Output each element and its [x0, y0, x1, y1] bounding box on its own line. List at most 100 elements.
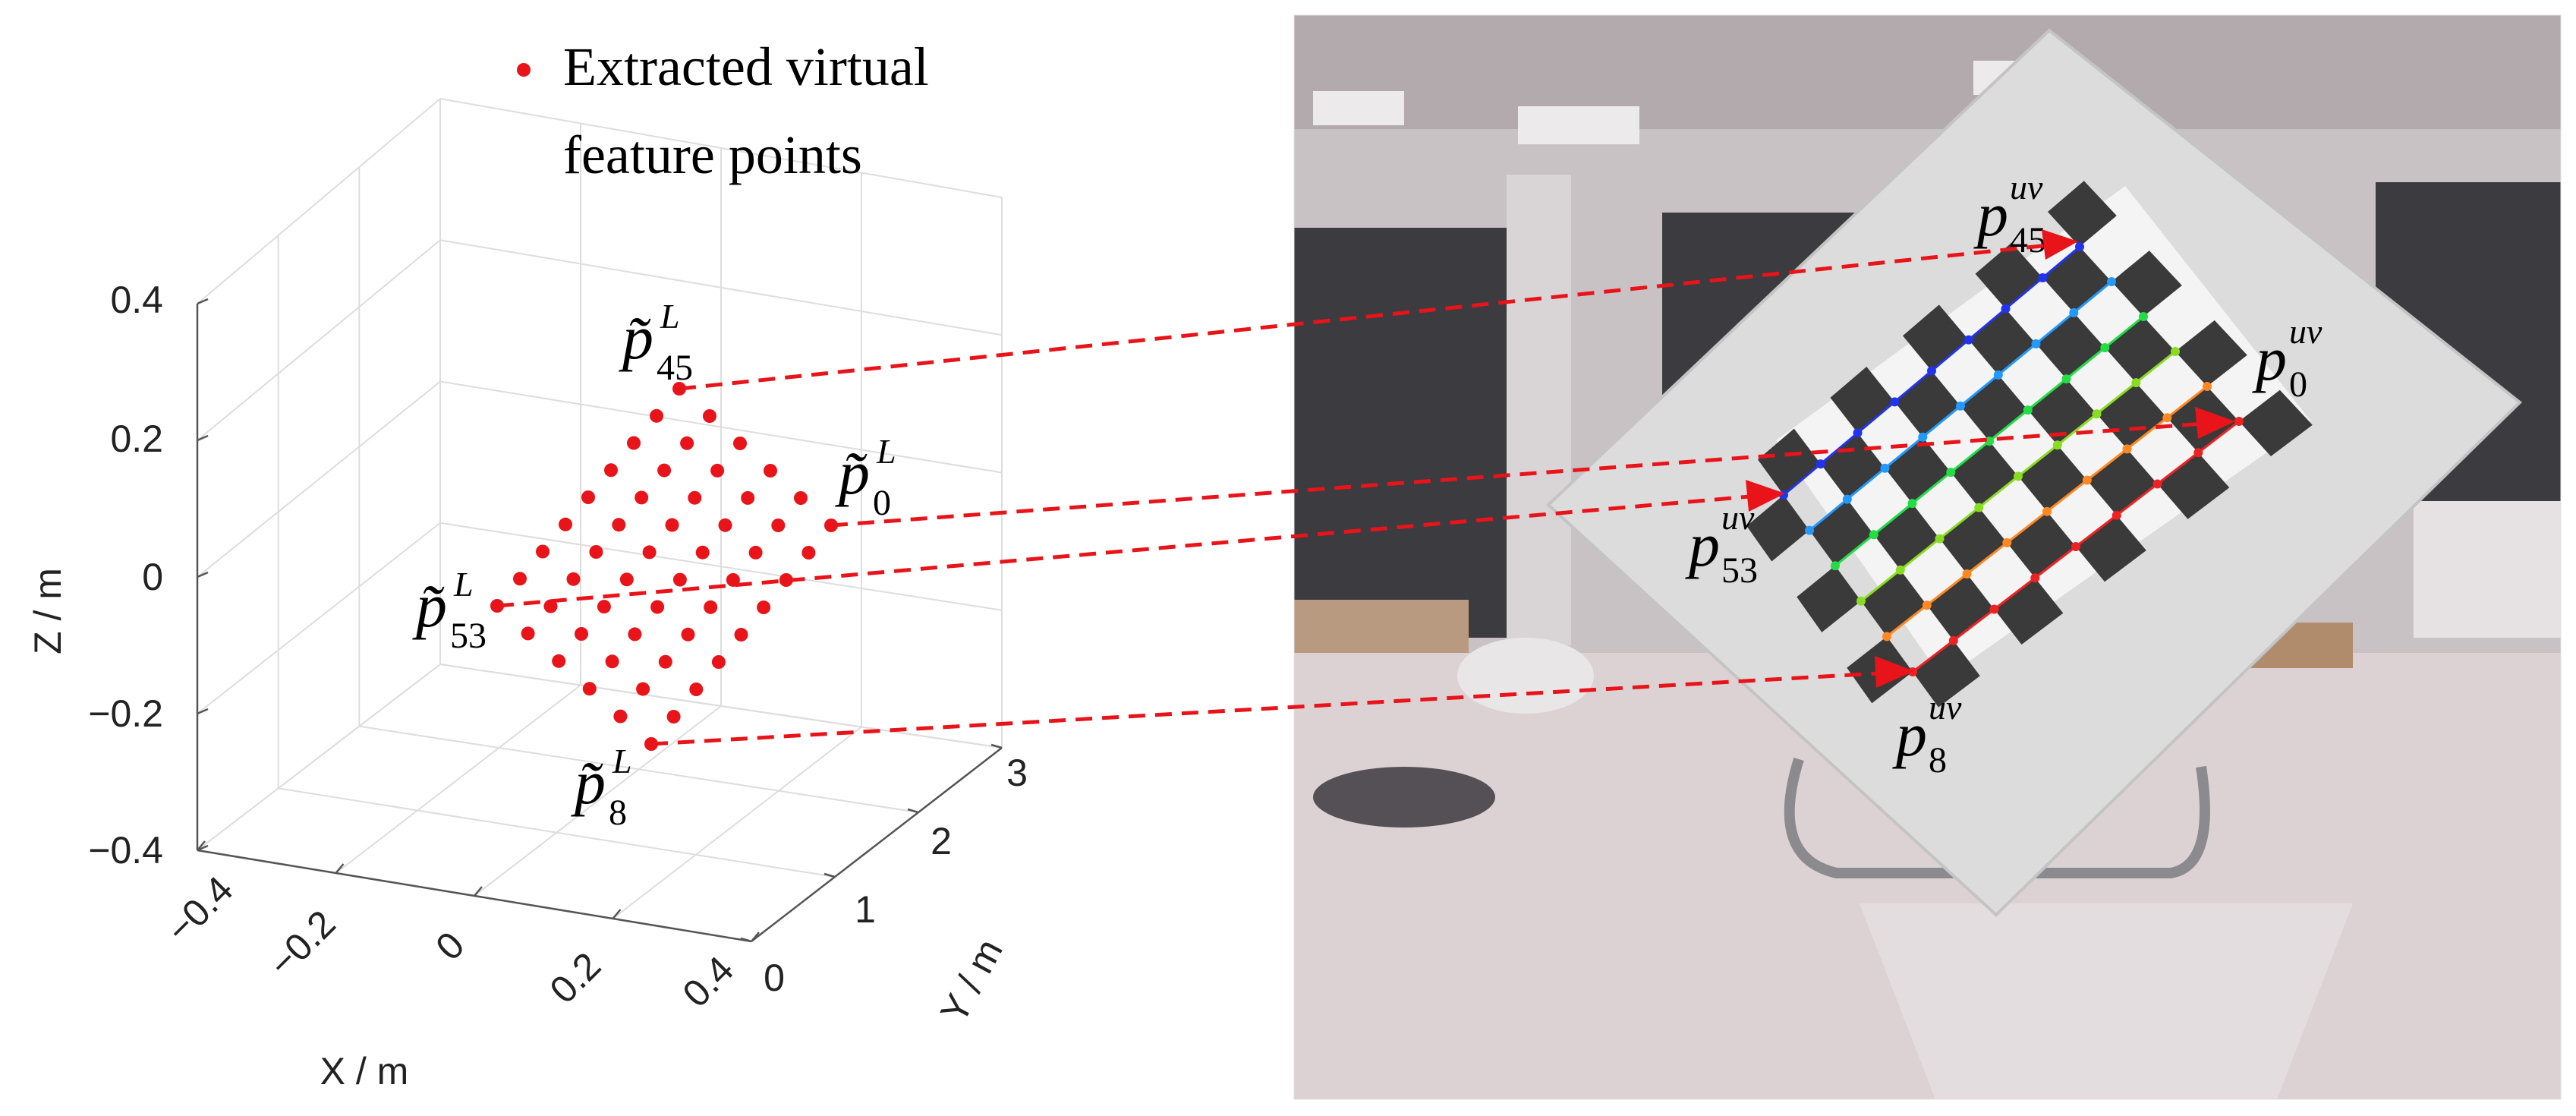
label-p0-uv: p 0 uv: [2252, 312, 2322, 405]
x-tick: [751, 932, 760, 942]
label-superscript: uv: [2289, 312, 2322, 351]
detected-corner: [1856, 596, 1866, 606]
label-p8-L: p̃ 8 L: [571, 742, 632, 833]
feature-point: [658, 654, 672, 669]
feature-point: [757, 601, 771, 614]
corner-link: [1819, 432, 1859, 465]
feature-point: [575, 627, 588, 641]
corner-link: [2115, 483, 2159, 516]
window: [1294, 228, 1507, 638]
checker-square: [2112, 251, 2182, 317]
y-tick-label: 3: [1006, 752, 1028, 794]
checker-square: [2239, 389, 2313, 456]
corner-link: [1846, 467, 1886, 500]
y-tick-labels: 0 1 2 3: [764, 752, 1028, 999]
ceiling-light: [1313, 91, 1404, 125]
plot-axes: [196, 298, 1003, 943]
corner-link: [1911, 471, 1952, 505]
photo-frame: [1293, 14, 2562, 1100]
checker-square: [2018, 445, 2087, 512]
corner-link: [1912, 639, 1954, 673]
feature-point: [642, 545, 657, 560]
checker-square: [1903, 304, 1969, 371]
label-p8-uv: p 8 uv: [1892, 688, 1962, 780]
corner-link: [1926, 572, 1968, 607]
feature-point: [734, 628, 748, 642]
label-p53-uv: p 53 uv: [1685, 498, 1758, 591]
label-base: p̃: [412, 571, 447, 640]
label-superscript: uv: [2010, 168, 2043, 206]
feature-point: [613, 709, 628, 724]
corner-link: [1860, 569, 1901, 602]
scatter3d-plot: 0.4 0.2 0 −0.2 −0.4 Z / m −0.4 −0.2 0 0.…: [27, 36, 1028, 1092]
feature-point: [672, 572, 687, 587]
x-tick: [197, 840, 206, 851]
corner-link: [1872, 502, 1913, 536]
corner-link: [2104, 315, 2144, 349]
checker-square: [1951, 441, 2018, 508]
arrowhead-p0: [2195, 407, 2235, 439]
corner-link: [1989, 408, 2029, 443]
label-subscript: 0: [873, 483, 891, 523]
feature-point: [764, 464, 777, 478]
z-tick: [197, 708, 209, 715]
feature-point: [636, 682, 650, 696]
corner-link: [2073, 280, 2112, 314]
grid-line: [278, 787, 836, 878]
label-subscript: 8: [609, 793, 627, 833]
feature-point: [552, 654, 566, 668]
y-axis-line: [751, 747, 1003, 942]
floor-clutter: [1313, 767, 1495, 828]
corner-link: [1931, 339, 1970, 372]
x-tick: [474, 886, 483, 897]
corner-link: [2056, 413, 2098, 446]
checker-square: [2157, 452, 2230, 519]
feature-point: [635, 490, 649, 505]
feature-point: [689, 683, 704, 696]
label-subscript: 45: [2010, 220, 2046, 260]
detected-corners: [1779, 242, 2244, 676]
feature-point: [801, 546, 816, 560]
corner-link: [2086, 448, 2128, 481]
checker-square: [1994, 578, 2064, 645]
pillar: [1507, 175, 1571, 645]
z-tick-label: 0: [142, 556, 163, 598]
corner-link: [1950, 440, 1990, 474]
feature-point: [589, 545, 603, 559]
feature-point: [748, 545, 763, 560]
board-reflection: [1860, 903, 2353, 1099]
camera-photo: p 45 uv p 0 uv p 53 uv p 8 uv: [1293, 14, 2562, 1100]
checker-square: [1746, 495, 1809, 562]
checker-square: [2027, 379, 2097, 446]
checker-square: [1968, 308, 2036, 375]
grid-line: [439, 664, 1003, 749]
feature-point: [733, 437, 747, 450]
feature-point: [612, 518, 626, 532]
arrowhead-p45: [2042, 229, 2078, 260]
y-tick-label: 2: [931, 820, 952, 862]
feature-point: [559, 517, 572, 531]
feature-point: [581, 490, 595, 504]
legend-label-line1: Extracted virtual: [563, 36, 929, 97]
x-tick: [335, 863, 345, 874]
feature-point: [650, 408, 663, 423]
checker-square: [2175, 320, 2247, 386]
checker-square: [1797, 566, 1861, 632]
corner-link: [2017, 444, 2058, 478]
corner-link: [1783, 462, 1822, 497]
z-tick: [197, 571, 209, 578]
corner-link: [2034, 545, 2077, 579]
z-tick-label: −0.4: [88, 829, 163, 872]
grid-line: [612, 726, 862, 919]
x-axis-label: X / m: [320, 1050, 409, 1092]
feature-point: [681, 627, 695, 642]
corner-link: [2156, 452, 2200, 485]
z-tick: [197, 298, 209, 305]
corner-link: [1894, 370, 1932, 403]
checker-square: [2042, 247, 2112, 313]
label-p53-L: p̃ 53 L: [412, 565, 487, 656]
arrow-p8: [650, 670, 1904, 746]
y-tick-label: 0: [764, 957, 785, 999]
grid-line: [197, 664, 441, 851]
corner-link: [1960, 374, 1999, 407]
